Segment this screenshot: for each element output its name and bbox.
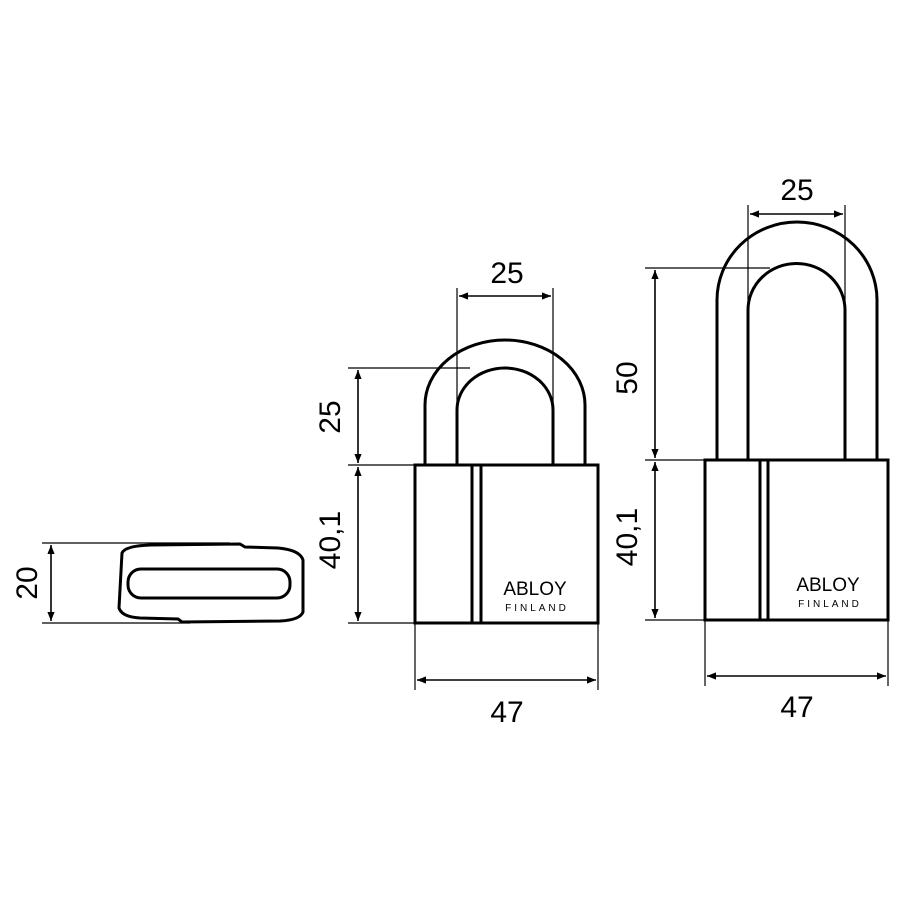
- shackle-width-label: 25: [490, 257, 523, 290]
- shackle-height-label: 25: [314, 400, 347, 433]
- height-label: 20: [11, 566, 44, 599]
- shackle-height-label: 50: [611, 361, 644, 394]
- body-width-label: 47: [490, 696, 523, 729]
- long-shackle-lock: ABLOY FINLAND 25 50 40,1 47: [611, 174, 890, 724]
- body-width-label: 47: [780, 691, 813, 724]
- brand-logo: ABLOY: [503, 579, 567, 600]
- brand-sub: FINLAND: [505, 603, 569, 614]
- brand-logo: ABLOY: [796, 575, 860, 596]
- top-view: 20: [11, 542, 305, 624]
- brand-sub: FINLAND: [798, 599, 862, 610]
- body-height-label: 40,1: [314, 511, 347, 569]
- standard-lock: ABLOY FINLAND 25 25 40,1 47: [314, 257, 600, 729]
- shackle-width-label: 25: [780, 174, 813, 207]
- body-height-label: 40,1: [611, 508, 644, 566]
